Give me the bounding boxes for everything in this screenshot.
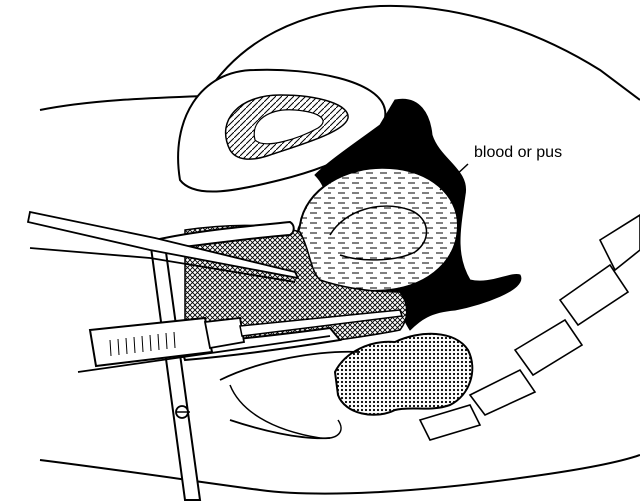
callout-label: blood or pus [474,144,562,162]
body-outline-bottom [40,455,640,494]
rectum [335,334,472,415]
uterus [297,168,458,291]
